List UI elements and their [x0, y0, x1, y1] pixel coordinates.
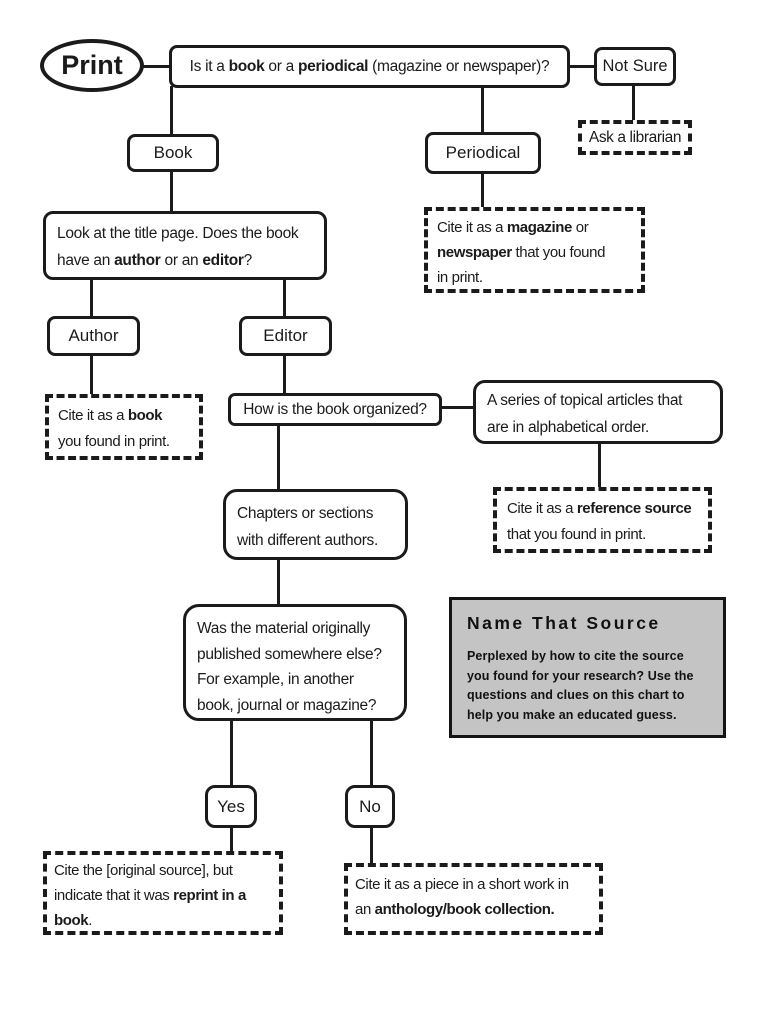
node-line: are in alphabetical order.: [487, 419, 649, 436]
node-not-sure: Not Sure: [594, 47, 676, 86]
note-cite-reference: Cite it as a reference source that you f…: [493, 487, 712, 553]
note-line: that you found in print.: [507, 526, 646, 543]
connector-line: [277, 558, 280, 605]
connector-line: [370, 719, 373, 786]
question-line: Was the material originally: [197, 620, 371, 637]
note-line: you found in print.: [58, 433, 170, 450]
note-line: indicate that it was reprint in a: [54, 887, 246, 904]
node-line: Chapters or sections: [237, 505, 374, 522]
connector-line: [90, 354, 93, 395]
question-line: published somewhere else?: [197, 645, 382, 663]
connector-line: [632, 85, 635, 121]
connector-line: [440, 406, 474, 409]
note-line: book.: [54, 912, 93, 929]
question-reprinted: Was the material originally published so…: [183, 604, 407, 721]
node-no: No: [345, 785, 395, 828]
connector-line: [230, 719, 233, 786]
note-cite-anthology: Cite it as a piece in a short work in an…: [344, 863, 603, 935]
node-label: Periodical: [445, 143, 521, 162]
node-label: Book: [153, 143, 193, 162]
note-line: Cite the [original source], but: [54, 862, 233, 879]
connector-line: [277, 424, 280, 490]
node-topical-series: A series of topical articles that are in…: [473, 380, 723, 444]
connector-line: [142, 65, 170, 68]
connector-line: [568, 65, 595, 68]
node-label: Yes: [217, 796, 245, 816]
question-text: Is it a book or a periodical (magazine o…: [189, 57, 550, 75]
node-chapters-sections: Chapters or sections with different auth…: [223, 489, 408, 560]
node-line: with different authors.: [237, 532, 379, 549]
info-panel-title: Name That Source: [467, 613, 661, 633]
node-label: Editor: [263, 326, 308, 345]
note-line: newspaper that you found: [437, 244, 606, 261]
connector-line: [283, 278, 286, 317]
question-text: How is the book organized?: [243, 400, 427, 418]
node-author: Author: [47, 316, 140, 356]
node-periodical: Periodical: [425, 132, 541, 174]
info-panel-body: Perplexed by how to cite the source you …: [467, 649, 694, 722]
note-line: in print.: [437, 269, 483, 286]
note-cite-book: Cite it as a book you found in print.: [45, 394, 203, 460]
connector-line: [481, 86, 484, 133]
connector-line: [230, 826, 233, 852]
start-node-print: Print: [40, 39, 144, 92]
note-line: Cite it as a magazine or: [437, 219, 589, 236]
note-line: Cite it as a reference source: [507, 500, 692, 517]
connector-line: [598, 442, 601, 488]
connector-line: [370, 826, 373, 864]
connector-line: [90, 278, 93, 317]
question-book-or-periodical: Is it a book or a periodical (magazine o…: [169, 45, 570, 88]
node-book: Book: [127, 134, 219, 172]
node-line: A series of topical articles that: [487, 392, 683, 409]
node-yes: Yes: [205, 785, 257, 828]
node-editor: Editor: [239, 316, 332, 356]
note-line: an anthology/book collection.: [355, 901, 555, 918]
question-title-page: Look at the title page. Does the book ha…: [43, 211, 327, 280]
node-label: Author: [68, 326, 119, 345]
start-node-label: Print: [61, 50, 123, 80]
note-line: Cite it as a book: [58, 407, 163, 424]
connector-line: [481, 172, 484, 208]
note-label: Ask a librarian: [588, 129, 682, 146]
question-line: Look at the title page. Does the book: [57, 225, 299, 242]
note-cite-reprint: Cite the [original source], but indicate…: [43, 851, 283, 935]
question-line: have an author or an editor?: [57, 252, 252, 269]
question-line: For example, in another: [197, 671, 354, 688]
note-ask-librarian: Ask a librarian: [578, 120, 692, 155]
connector-line: [170, 86, 173, 135]
node-label: Not Sure: [602, 57, 668, 75]
node-label: No: [359, 796, 381, 816]
question-how-organized: How is the book organized?: [228, 393, 442, 426]
connector-line: [170, 170, 173, 212]
connector-line: [283, 354, 286, 394]
question-line: book, journal or magazine?: [197, 696, 377, 714]
note-line: Cite it as a piece in a short work in: [355, 876, 569, 893]
note-cite-magazine: Cite it as a magazine or newspaper that …: [424, 207, 645, 293]
info-panel: Name That Source Perplexed by how to cit…: [449, 597, 726, 738]
